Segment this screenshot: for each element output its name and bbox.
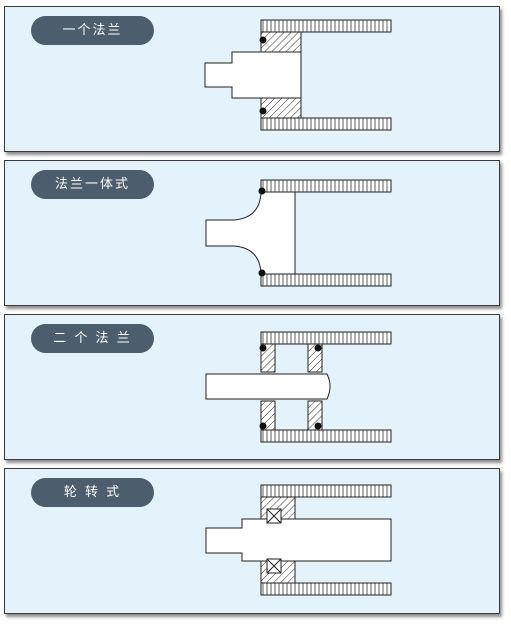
panel-label: 二 个 法 兰 — [31, 324, 154, 353]
upper-pipe-wall — [260, 19, 392, 33]
weld-dot — [314, 422, 322, 430]
upper-flange — [260, 31, 302, 53]
lower-pipe-wall — [260, 582, 392, 596]
panel-label: 一个法兰 — [31, 16, 154, 45]
upper-pipe-wall — [260, 179, 392, 193]
panel-single-flange: 一个法兰 — [4, 6, 500, 152]
lower-bearing-icon — [266, 558, 282, 574]
upper-pipe-wall — [260, 331, 392, 345]
single-flange-diagram — [204, 19, 392, 131]
double-flange-diagram — [205, 331, 392, 443]
shaft — [205, 373, 331, 400]
lower-pipe-wall — [260, 429, 392, 443]
panel-label: 法兰一体式 — [31, 170, 154, 199]
weld-dot — [259, 107, 267, 115]
rotor-shaft — [205, 518, 392, 562]
shaft — [204, 51, 302, 99]
inner-flange-bottom — [260, 400, 276, 431]
rotary-diagram — [205, 484, 392, 596]
upper-bearing-icon — [266, 508, 282, 524]
weld-dot — [259, 422, 267, 430]
integral-flange-diagram — [205, 179, 392, 287]
upper-pipe-wall — [260, 484, 392, 498]
panel-rotary: 轮 转 式 — [4, 468, 500, 614]
lower-flange — [260, 97, 302, 119]
weld-dot — [314, 344, 322, 352]
weld-dot — [259, 36, 267, 44]
lower-pipe-wall — [260, 117, 392, 131]
weld-dot — [258, 269, 266, 277]
lower-pipe-wall — [260, 273, 392, 287]
weld-dot — [259, 344, 267, 352]
panel-label: 轮 转 式 — [31, 478, 154, 507]
integral-shaft — [205, 191, 296, 275]
weld-dot — [258, 187, 266, 195]
panel-integral-flange: 法兰一体式 — [4, 160, 500, 306]
panel-double-flange: 二 个 法 兰 — [4, 314, 500, 460]
